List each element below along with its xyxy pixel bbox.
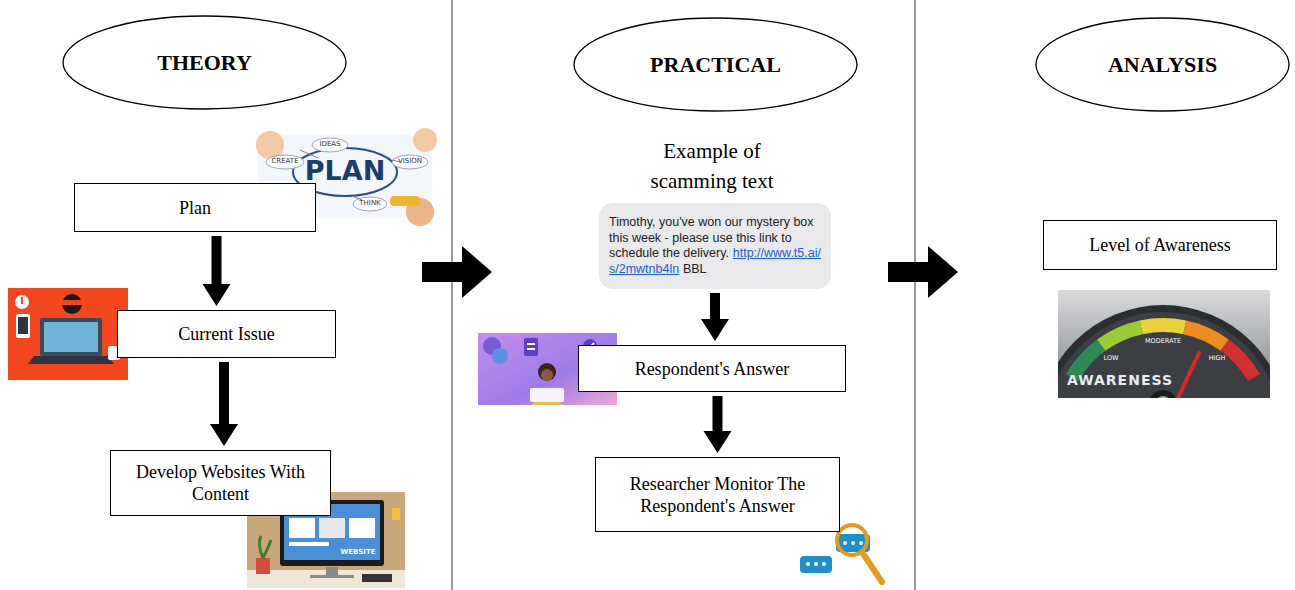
text-holder: Plan bbox=[179, 197, 211, 219]
process-box: Researcher Monitor The Respondent's Answ… bbox=[595, 457, 840, 532]
arrow-shaft bbox=[710, 293, 720, 319]
flow-arrow bbox=[701, 293, 729, 341]
process-box: Plan bbox=[74, 183, 316, 232]
picture-word: CREATE bbox=[265, 157, 305, 166]
section-ellipse: ANALYSIS bbox=[1035, 17, 1290, 112]
node-text: ANALYSIS bbox=[1108, 52, 1217, 78]
block-arrow bbox=[422, 246, 492, 298]
node-text: Respondent's Answer bbox=[635, 358, 790, 380]
arrow-head bbox=[704, 431, 732, 453]
gauge-tick-label: MODERATE bbox=[1138, 337, 1188, 345]
block-arrow bbox=[888, 246, 958, 298]
gauge-word: AWARENESS bbox=[1060, 371, 1180, 389]
text-holder: Develop Websites With Content bbox=[121, 461, 320, 505]
gauge-tick-label: LOW bbox=[1091, 354, 1131, 362]
text-holder: Researcher Monitor The Respondent's Answ… bbox=[606, 473, 829, 517]
text-holder: PRACTICAL bbox=[650, 52, 781, 78]
arrow-shaft bbox=[219, 362, 229, 424]
process-box: Respondent's Answer bbox=[578, 345, 846, 392]
arrow-head bbox=[701, 319, 729, 341]
process-box: Level of Awareness bbox=[1043, 220, 1277, 270]
divider-line bbox=[915, 0, 916, 590]
picture-word: PLAN bbox=[295, 155, 395, 187]
picture-word: THINK bbox=[350, 199, 390, 208]
node-text: Develop Websites With Content bbox=[121, 461, 320, 505]
text-holder: Level of Awareness bbox=[1089, 234, 1230, 256]
node-text: PRACTICAL bbox=[650, 52, 781, 78]
arrow-head bbox=[203, 284, 231, 306]
message-text: BBL bbox=[683, 262, 707, 276]
node-text: Researcher Monitor The Respondent's Answ… bbox=[606, 473, 829, 517]
flow-arrow bbox=[704, 396, 732, 453]
flow-arrow bbox=[210, 362, 238, 446]
arrow-head bbox=[210, 424, 238, 446]
caption-text: Example of scamming text bbox=[632, 136, 792, 196]
divider-line bbox=[452, 0, 453, 590]
text-holder: Current Issue bbox=[178, 323, 274, 345]
message-bubble: Timothy, you've won our mystery box this… bbox=[599, 203, 831, 289]
node-text: Plan bbox=[179, 197, 211, 219]
gauge-tick-label: HIGH bbox=[1202, 354, 1232, 362]
process-box: Develop Websites With Content bbox=[110, 450, 331, 516]
process-box: Current Issue bbox=[117, 310, 336, 358]
node-text: THEORY bbox=[157, 50, 252, 76]
section-ellipse: PRACTICAL bbox=[573, 17, 858, 112]
node-text: Current Issue bbox=[178, 323, 274, 345]
text-holder: Respondent's Answer bbox=[635, 358, 790, 380]
text-holder: ANALYSIS bbox=[1108, 52, 1217, 78]
text-holder: THEORY bbox=[157, 50, 252, 76]
arrow-shaft bbox=[713, 396, 723, 431]
section-ellipse: THEORY bbox=[62, 15, 347, 110]
node-text: Level of Awareness bbox=[1089, 234, 1230, 256]
picture-word: IDEAS bbox=[310, 140, 350, 149]
text-holder: Timothy, you've won our mystery box this… bbox=[609, 215, 821, 277]
picture-word: VISION bbox=[390, 157, 430, 166]
picture-word: WEBSITE bbox=[336, 548, 380, 557]
gauge-picture bbox=[1058, 290, 1270, 398]
hacker-picture bbox=[8, 288, 128, 380]
flow-arrow bbox=[203, 236, 231, 306]
arrow-shaft bbox=[212, 236, 222, 284]
